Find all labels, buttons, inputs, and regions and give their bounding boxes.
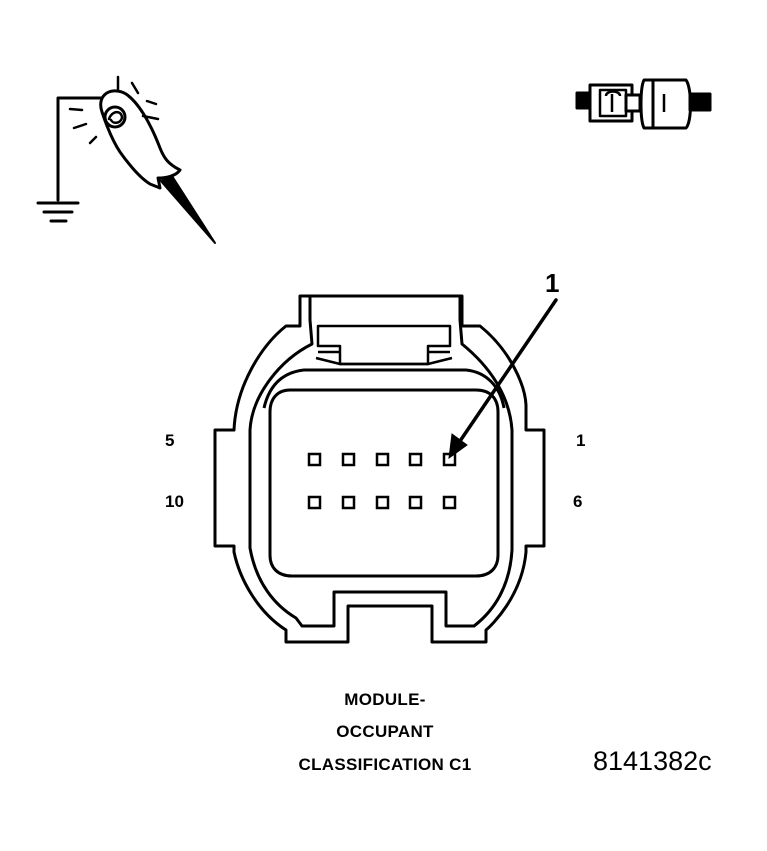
callout-number: 1 bbox=[545, 268, 560, 298]
callout-arrow bbox=[448, 298, 558, 460]
pin-cavity bbox=[341, 452, 356, 467]
pin-cavity bbox=[442, 495, 457, 510]
pin-cavity bbox=[408, 495, 423, 510]
pin-row-bottom bbox=[307, 495, 457, 510]
back-probe-ground-icon bbox=[36, 75, 216, 244]
pin-cavity bbox=[307, 452, 322, 467]
pin-cavity bbox=[375, 452, 390, 467]
pin-cavity bbox=[307, 495, 322, 510]
connector-pair-icon bbox=[575, 78, 712, 130]
pin-row-top bbox=[307, 452, 457, 467]
pin-label-6: 6 bbox=[573, 492, 583, 511]
connector-housing bbox=[213, 294, 546, 644]
caption-line-2: OCCUPANT bbox=[336, 722, 434, 741]
figure-id: 8141382c bbox=[593, 746, 712, 776]
pin-cavity bbox=[375, 495, 390, 510]
pin-label-5: 5 bbox=[165, 431, 175, 450]
caption-line-3: CLASSIFICATION C1 bbox=[298, 755, 472, 774]
pin-label-10: 10 bbox=[165, 492, 184, 511]
pin-cavity bbox=[341, 495, 356, 510]
caption-line-1: MODULE- bbox=[344, 690, 426, 709]
pin-label-1: 1 bbox=[576, 431, 586, 450]
pin-cavity bbox=[408, 452, 423, 467]
